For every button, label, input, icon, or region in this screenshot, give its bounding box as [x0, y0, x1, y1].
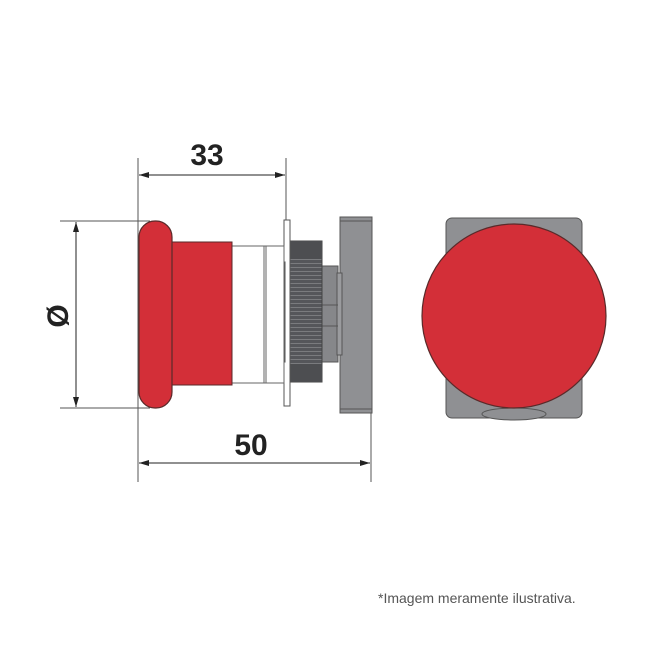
dimension-50-label: 50: [234, 429, 267, 462]
button-cap: [138, 220, 173, 409]
dimension-33-label: 33: [190, 139, 223, 172]
dimension-33: 33: [139, 139, 285, 178]
dimension-50: 50: [139, 429, 370, 466]
hex-nut: [319, 265, 343, 363]
mounting-block: [339, 216, 373, 414]
illustrative-note: *Imagem meramente ilustrativa.: [378, 590, 576, 606]
knurled-ring: [289, 240, 323, 383]
front-view: [421, 217, 607, 421]
front-bottom-tab: [481, 407, 547, 421]
side-view: [60, 158, 373, 482]
front-button-face: [421, 223, 607, 409]
diameter-symbol: Ø: [42, 304, 75, 327]
dimension-diameter: Ø: [42, 222, 79, 407]
extension-lines: [60, 158, 372, 482]
button-body: [170, 241, 233, 386]
collar: [231, 245, 285, 384]
